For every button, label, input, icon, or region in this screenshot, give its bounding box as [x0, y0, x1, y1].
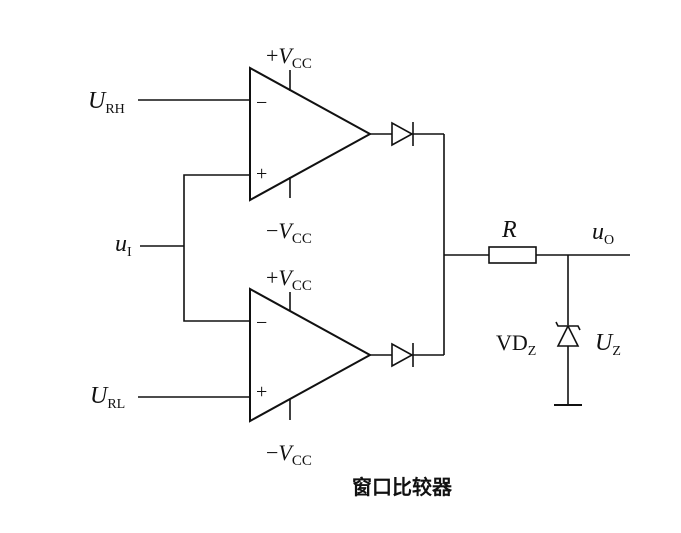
diode-upper	[370, 121, 444, 147]
upper-vcc-neg-label: −VCC	[266, 218, 312, 247]
opamp-upper: − +	[249, 66, 373, 202]
opamp-lower-plus-sign: +	[256, 381, 267, 403]
upper-vcc-pos-label: +VCC	[266, 43, 312, 72]
diode-upper-body	[391, 121, 414, 147]
label-urh: URH	[88, 88, 125, 117]
lower-vcc-pos-label: +VCC	[266, 265, 312, 294]
opamp-lower-triangle	[249, 287, 373, 423]
opamp-lower: − +	[249, 287, 373, 423]
opamp-lower-minus-sign: −	[256, 312, 267, 334]
zener-diode	[555, 321, 581, 347]
figure-caption: 窗口比较器	[352, 475, 453, 499]
wire-ui-to-upper-plus	[183, 174, 250, 322]
zener-bar	[555, 321, 581, 331]
opamp-upper-plus-sign: +	[256, 163, 267, 185]
lower-vcc-neg-label: −VCC	[266, 440, 312, 469]
label-resistor: R	[501, 217, 517, 243]
label-url: URL	[90, 383, 125, 412]
zener-body	[556, 324, 580, 347]
label-zener-voltage: UZ	[595, 330, 621, 359]
label-output: uO	[592, 219, 614, 248]
diode-lower-body	[391, 342, 414, 368]
label-zener-name: VDZ	[496, 330, 536, 359]
label-ui: uI	[115, 231, 132, 260]
opamp-upper-triangle	[249, 66, 373, 202]
diode-lower	[370, 342, 444, 368]
resistor-r	[488, 246, 537, 264]
opamp-upper-minus-sign: −	[256, 92, 267, 114]
